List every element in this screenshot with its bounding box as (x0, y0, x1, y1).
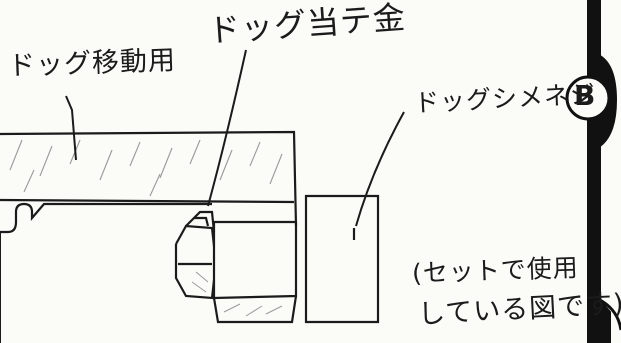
dog-tightening-screw (304, 194, 380, 324)
leader-dog-stop (207, 49, 247, 207)
dog-slide-bar (0, 130, 298, 227)
dog-stop-nut (174, 210, 216, 300)
circled-letter-b (565, 75, 611, 121)
note-line-1: (セットで使用 (411, 253, 580, 288)
dog-body-block (212, 220, 298, 324)
label-dog-move: ドッグ移動用 (7, 45, 177, 82)
leader-dog-tightener (355, 111, 405, 227)
leader-dog-move (65, 95, 77, 161)
marker-b-label: B (574, 79, 596, 112)
dog-hook (0, 202, 212, 234)
